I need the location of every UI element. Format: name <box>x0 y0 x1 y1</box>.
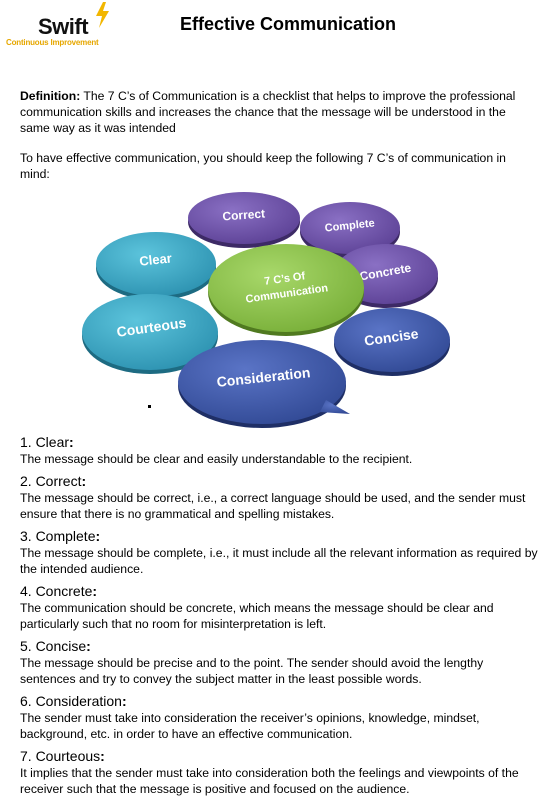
lightning-bolt-icon <box>96 2 109 28</box>
bubble-correct: Correct <box>188 192 300 248</box>
list-item: 5. Concise: The message should be precis… <box>20 638 538 687</box>
list-item: 6. Consideration: The sender must take i… <box>20 693 538 742</box>
item-colon: : <box>69 434 74 450</box>
center-label-line1: 7 C’s Of <box>264 270 307 288</box>
page-title: Effective Communication <box>180 14 397 34</box>
logo-tagline: Continuous Improvement <box>6 38 99 47</box>
item-heading: 7. Courteous <box>20 748 101 764</box>
list-item: 1. Clear: The message should be clear an… <box>20 434 538 467</box>
list-item: 3. Complete: The message should be compl… <box>20 528 538 577</box>
item-colon: : <box>100 748 105 764</box>
bubble-clear: Clear <box>96 232 216 300</box>
item-description: The sender must take into consideration … <box>20 711 480 741</box>
logo-wordmark: Swift <box>38 14 89 39</box>
item-colon: : <box>95 528 101 544</box>
item-description: It implies that the sender must take int… <box>20 766 519 796</box>
item-heading: 2. Correct <box>20 473 82 489</box>
item-description: The message should be complete, i.e., it… <box>20 546 538 576</box>
item-heading: 4. Concrete <box>20 583 93 599</box>
definition-label: Definition: <box>20 89 81 103</box>
item-colon: : <box>92 583 98 599</box>
bubble-consideration: Consideration <box>178 340 350 428</box>
list-item: 2. Correct: The message should be correc… <box>20 473 538 522</box>
item-description: The communication should be concrete, wh… <box>20 601 494 631</box>
company-logo: Swift Continuous Improvement <box>6 2 116 50</box>
item-heading: 1. Clear <box>20 434 70 450</box>
item-heading: 6. Consideration <box>20 693 122 709</box>
seven-cs-diagram: Correct Complete Clear Concrete Courteou… <box>80 190 460 435</box>
item-heading: 3. Complete <box>20 528 96 544</box>
item-colon: : <box>86 638 91 654</box>
item-description: The message should be clear and easily u… <box>20 452 413 466</box>
list-item: 7. Courteous: It implies that the sender… <box>20 748 538 797</box>
definition-text: The 7 C’s of Communication is a checklis… <box>20 89 516 135</box>
bubble-correct-label: Correct <box>222 207 266 224</box>
bubble-center: 7 C’s Of Communication <box>208 244 364 336</box>
intro-lead: To have effective communication, you sho… <box>20 151 506 181</box>
stray-dot <box>148 405 151 408</box>
bubble-concise: Concise <box>334 308 450 376</box>
bubble-concise-label: Concise <box>363 325 419 348</box>
list-item: 4. Concrete: The communication should be… <box>20 583 538 632</box>
bubble-clear-label: Clear <box>139 250 173 268</box>
bubble-complete-label: Complete <box>324 217 375 234</box>
item-description: The message should be correct, i.e., a c… <box>20 491 526 521</box>
item-colon: : <box>81 473 87 489</box>
definition-paragraph: Definition: The 7 C’s of Communication i… <box>20 88 538 136</box>
item-description: The message should be precise and to the… <box>20 656 484 686</box>
item-colon: : <box>121 693 127 709</box>
bubble-courteous: Courteous <box>82 294 218 374</box>
cs-list: 1. Clear: The message should be clear an… <box>20 434 538 803</box>
item-heading: 5. Concise <box>20 638 87 654</box>
bubble-complete: Complete <box>300 202 400 258</box>
